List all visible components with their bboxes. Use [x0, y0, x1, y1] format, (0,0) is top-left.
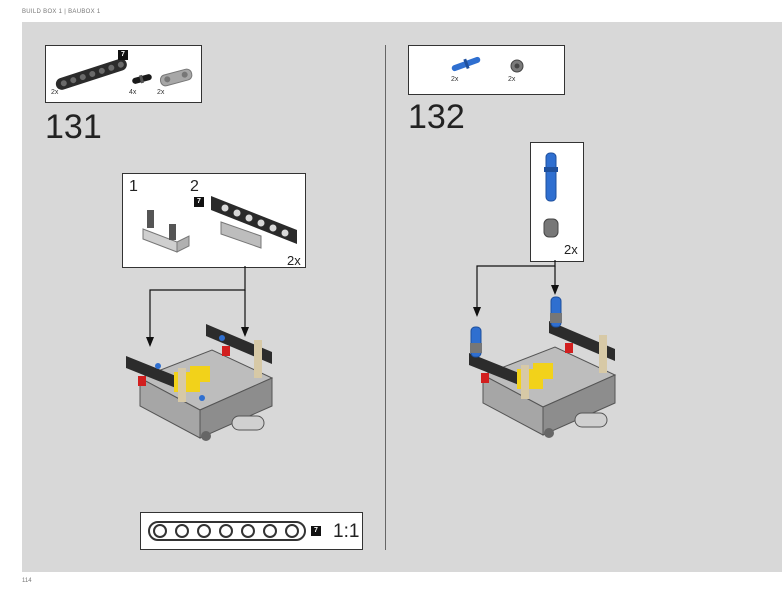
part-qty: 2x: [508, 76, 516, 83]
grey-connector-icon: [159, 68, 193, 87]
parts-list-132: 2x 2x: [408, 45, 565, 95]
part-qty: 2x: [451, 76, 459, 83]
scale-ruler-box: 7 1:1: [140, 512, 363, 550]
sub-assembly-1-illustration: [142, 210, 190, 253]
sub-assembly-box: 2x: [530, 142, 584, 262]
page-header: BUILD BOX 1 | BAUBOX 1: [22, 9, 101, 15]
page-number: 114: [22, 578, 32, 584]
scale-ratio: 1:1: [333, 521, 360, 542]
column-divider: [385, 45, 386, 550]
part-qty: 2x: [51, 89, 59, 96]
model-131-illustration: [126, 324, 274, 441]
sub-assembly-box: 1 2 7 2x: [122, 173, 306, 268]
step-number: 132: [408, 98, 465, 136]
part-length-badge: 7: [118, 50, 128, 60]
step-number: 131: [45, 108, 102, 146]
model-132-illustration: [469, 296, 617, 438]
beam-scale-icon: [148, 521, 306, 541]
instruction-page: [22, 22, 782, 572]
scale-length-badge: 7: [311, 526, 321, 536]
pin-with-bush-illustration: [543, 152, 559, 251]
part-qty: 4x: [129, 89, 137, 96]
sub-assembly-2-illustration: [211, 196, 297, 249]
parts-list-131: 7 2x 4x 2x: [45, 45, 202, 103]
bush-icon: [510, 59, 524, 73]
pin-part-icon: [132, 74, 152, 84]
sub-step-number: 1: [129, 178, 138, 195]
assembly-arrows: [146, 266, 249, 347]
part-length-badge: 7: [194, 197, 204, 207]
beam-part-icon: [55, 58, 127, 90]
multiplier: 2x: [564, 242, 578, 257]
sub-step-number: 2: [190, 178, 199, 195]
part-qty: 2x: [157, 89, 165, 96]
multiplier: 2x: [287, 253, 301, 268]
blue-pin-icon: [451, 56, 481, 72]
assembly-arrows-132: [473, 260, 559, 317]
